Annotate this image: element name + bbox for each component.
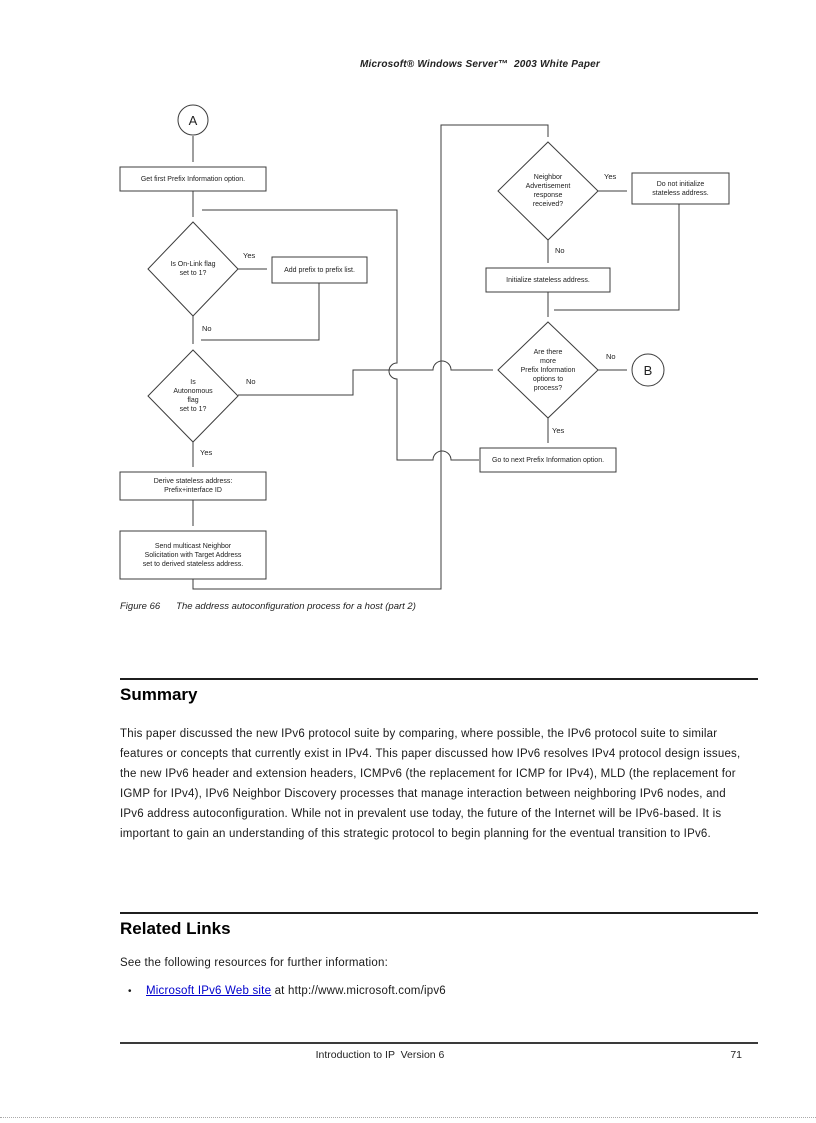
connector-b-circle — [631, 353, 665, 387]
footer-title: Introduction to IP Version 6 — [315, 1049, 445, 1061]
edge-label-more-yes: Yes — [552, 426, 565, 435]
node-onlink-diamond — [147, 221, 239, 317]
bullet-icon: • — [128, 986, 132, 997]
edge-addprefix-merge — [201, 283, 320, 341]
edge-label-na-yes: Yes — [604, 172, 617, 181]
node-na-diamond — [497, 141, 599, 241]
flowchart-canvas — [119, 104, 730, 590]
edge-send-to-na — [192, 124, 549, 590]
node-more-options-diamond — [497, 321, 599, 419]
node-autonomous-diamond — [147, 349, 239, 443]
summary-heading: Summary — [120, 685, 198, 704]
related-links-list-item: • Microsoft IPv6 Web site at http://www.m… — [128, 985, 446, 997]
related-links-item-suffix: at http://www.microsoft.com/ipv6 — [271, 985, 446, 997]
node-onlink-label: Is On-Link flag set to 1? — [170, 261, 216, 277]
node-do-not-init-label: Do not initialize stateless address. — [652, 180, 709, 197]
edge-label-more-no: No — [606, 352, 616, 361]
edge-label-autonomous-yes: Yes — [200, 448, 213, 457]
summary-rule — [120, 678, 758, 680]
edge-label-autonomous-no: No — [246, 377, 256, 386]
node-derive-box — [119, 471, 267, 501]
node-add-prefix-box — [271, 256, 368, 284]
connector-a-label: A — [188, 112, 198, 128]
node-send-ns-label: Send multicast Neighbor Solicitation wit… — [142, 542, 244, 568]
figure-caption-number: Figure 66 — [120, 601, 161, 612]
related-links-heading: Related Links — [120, 919, 231, 938]
summary-paragraph: This paper discussed the new IPv6 protoc… — [120, 728, 741, 840]
flowchart-figure: A Get first Prefix Information option. I… — [119, 104, 730, 590]
connector-a-circle — [177, 104, 209, 136]
running-header: Microsoft® Windows Server™ 2003 White Pa… — [359, 59, 601, 70]
node-init-box — [485, 267, 611, 293]
footer-rule — [120, 1042, 758, 1044]
node-go-next-label: Go to next Prefix Information option. — [491, 456, 605, 464]
related-links-rule — [120, 912, 758, 914]
node-get-first-label: Get first Prefix Information option. — [140, 175, 246, 183]
edge-label-onlink-yes: Yes — [243, 251, 256, 260]
figure-caption: Figure 66 The address autoconfiguration p… — [120, 601, 416, 612]
node-derive-label: Derive stateless address: Prefix+interfa… — [153, 478, 233, 494]
node-do-not-init-box — [631, 172, 730, 205]
connector-b-label: B — [643, 362, 653, 378]
figure-caption-text: The address autoconfiguration process fo… — [176, 601, 416, 612]
node-send-ns-box — [119, 530, 267, 580]
footer-page-number: 71 — [730, 1049, 742, 1061]
node-autonomous-label: Is Autonomous flag set to 1? — [173, 379, 213, 413]
node-add-prefix-label: Add prefix to prefix list. — [284, 266, 355, 274]
node-go-next-box — [479, 447, 617, 473]
edge-autonomous-no — [238, 360, 493, 396]
node-get-first-box — [119, 166, 267, 192]
microsoft-ipv6-web-site-link[interactable]: Microsoft IPv6 Web site — [146, 985, 272, 997]
edge-donotinit-merge — [554, 204, 680, 311]
edge-label-na-no: No — [555, 246, 565, 255]
edge-label-onlink-no: No — [202, 324, 212, 333]
edge-gonext-loopback — [202, 209, 479, 461]
node-init-label: Initialize stateless address. — [506, 276, 590, 284]
node-more-options-label: Are there more Prefix Information option… — [520, 348, 576, 392]
related-links-intro: See the following resources for further … — [120, 957, 388, 969]
page-bottom-dotted-edge — [0, 1117, 816, 1118]
node-na-label: Neighbor Advertisement response received… — [525, 174, 571, 208]
